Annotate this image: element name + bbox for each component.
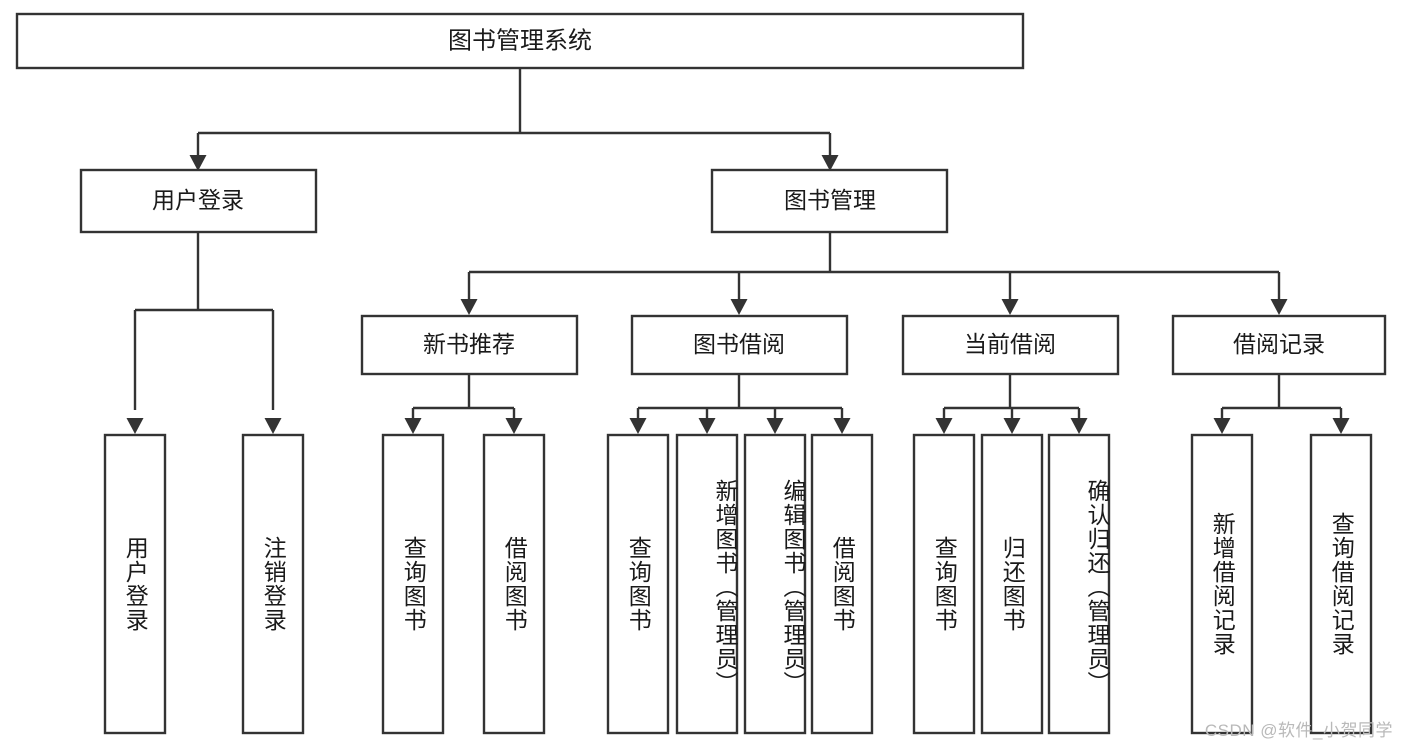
node-user-login-label: 用户登录: [152, 187, 244, 213]
connector-group-current-borrow: [935, 374, 1088, 434]
connector-group-new-book-recommend: [404, 374, 523, 434]
node-book-borrow-label: 图书借阅: [693, 331, 785, 357]
node-root-system-label: 图书管理系统: [448, 27, 592, 54]
leaf-return-book-box[interactable]: [980, 433, 1044, 735]
leaf-user-login-box[interactable]: [103, 433, 167, 735]
leaf-query-record-box[interactable]: [1309, 433, 1373, 735]
leaf-boxes-book-borrow: [606, 433, 874, 735]
connector-group-borrow-record: [1213, 374, 1350, 434]
leaf-query-book-1-box[interactable]: [381, 433, 445, 735]
node-new-book-recommend-label: 新书推荐: [423, 331, 515, 357]
leaf-borrow-book-2-box[interactable]: [810, 433, 874, 735]
leaf-boxes-borrow-record: [1190, 433, 1373, 735]
node-book-borrow-box[interactable]: [630, 314, 849, 376]
node-root-system[interactable]: 图书管理系统: [15, 12, 1025, 70]
leaf-add-record-box[interactable]: [1190, 433, 1254, 735]
leaf-add-book-box[interactable]: [675, 433, 739, 735]
node-book-borrow[interactable]: 图书借阅: [630, 314, 849, 376]
connector-group-root: [189, 68, 839, 171]
leaf-boxes-user-login: [103, 433, 305, 735]
node-book-management-box[interactable]: [710, 168, 949, 234]
leaf-boxes-current-borrow: [912, 433, 1111, 735]
leaf-user-logout-box[interactable]: [241, 433, 305, 735]
node-current-borrow-box[interactable]: [901, 314, 1120, 376]
connector-group-book-borrow: [629, 374, 851, 434]
node-user-login-box[interactable]: [79, 168, 318, 234]
connector-group-book-management: [460, 232, 1288, 315]
node-current-borrow[interactable]: 当前借阅: [901, 314, 1120, 376]
connector-group-user-login: [126, 232, 282, 434]
node-user-login[interactable]: 用户登录: [79, 168, 318, 234]
node-book-management-label: 图书管理: [784, 187, 876, 213]
node-borrow-record[interactable]: 借阅记录: [1171, 314, 1387, 376]
node-book-management[interactable]: 图书管理: [710, 168, 949, 234]
leaf-edit-book-box[interactable]: [743, 433, 807, 735]
leaf-borrow-book-1-box[interactable]: [482, 433, 546, 735]
csdn-watermark: CSDN @软件_小贺同学: [1204, 721, 1393, 740]
node-new-book-recommend-box[interactable]: [360, 314, 579, 376]
node-root-system-box[interactable]: [15, 12, 1025, 70]
leaf-query-book-3-box[interactable]: [912, 433, 976, 735]
node-borrow-record-label: 借阅记录: [1233, 331, 1325, 357]
node-new-book-recommend[interactable]: 新书推荐: [360, 314, 579, 376]
node-borrow-record-box[interactable]: [1171, 314, 1387, 376]
leaf-boxes-new-book-recommend: [381, 433, 546, 735]
leaf-query-book-2-box[interactable]: [606, 433, 670, 735]
leaf-confirm-return-box[interactable]: [1047, 433, 1111, 735]
node-current-borrow-label: 当前借阅: [964, 331, 1056, 357]
